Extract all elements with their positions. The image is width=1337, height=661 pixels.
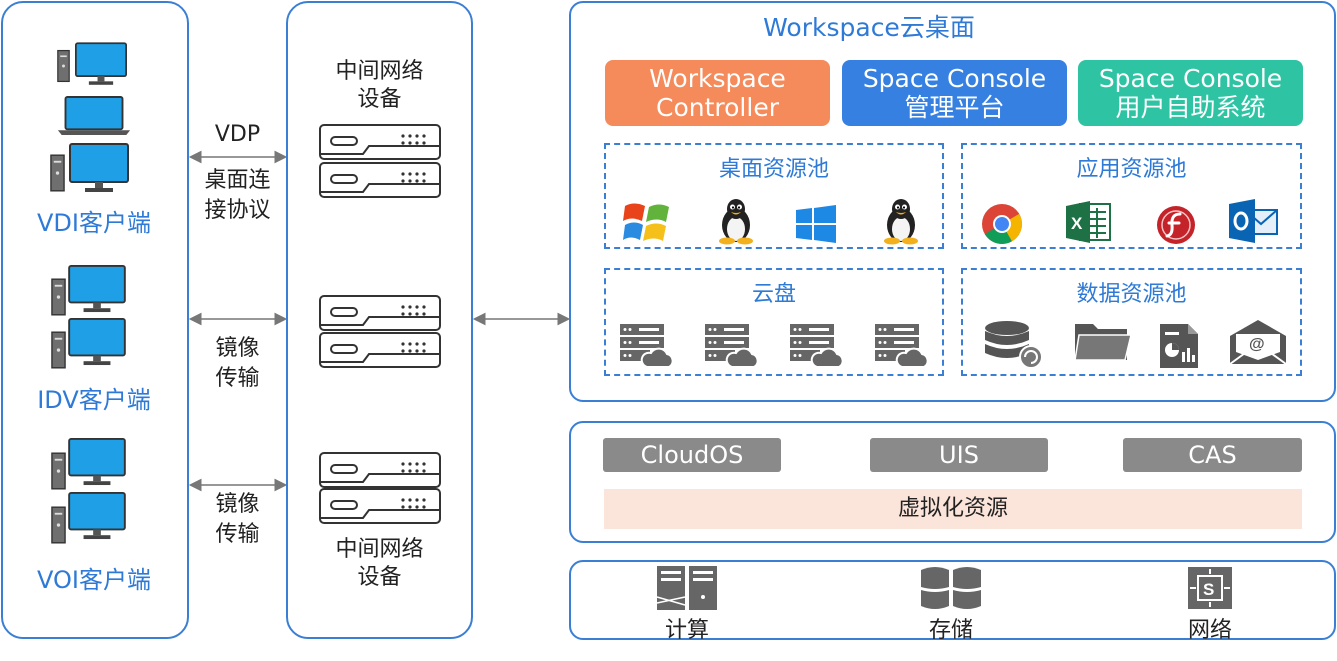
report-icon (1160, 324, 1198, 368)
cloud-disk-title: 云盘 (751, 282, 796, 307)
cas-box: CAS (1123, 438, 1302, 472)
storage-label: 存储 (928, 618, 973, 643)
vdp-desc-line1: 桌面连 (204, 168, 271, 193)
network-device-icon (319, 162, 441, 198)
network-device-icon (319, 332, 441, 368)
network-device-icon (319, 488, 441, 524)
space-console-admin-box: Space Console 管理平台 (842, 60, 1067, 126)
mirror-transfer-1-line1: 镜像 (215, 336, 260, 361)
vdp-title: VDP (214, 122, 261, 147)
network-switch-icon: S (1188, 567, 1232, 609)
data-pool: 数据资源池 (961, 268, 1302, 376)
console-admin-line1: Space Console (862, 64, 1047, 93)
email-icon: @ (1229, 320, 1287, 365)
controller-line2: Controller (656, 93, 779, 122)
cloud-server-icon (874, 322, 928, 368)
network-device-bottom-label-1: 中间网络 (335, 537, 424, 562)
mirror-transfer-2-line1: 镜像 (215, 492, 260, 517)
outlook-icon (1229, 199, 1278, 243)
cloud-server-icon (789, 322, 843, 368)
voi-client-label: VOI客户端 (37, 566, 151, 594)
mirror-transfer-2-line2: 传输 (215, 522, 260, 547)
cloud-server-icon (619, 322, 673, 368)
mirror-transfer-1-line2: 传输 (215, 366, 260, 391)
windows-10-icon (796, 205, 836, 243)
linux-tux-icon (879, 197, 923, 245)
windows-xp-icon (623, 203, 669, 241)
flash-icon (1157, 206, 1195, 244)
cloud-server-icon (704, 322, 758, 368)
excel-icon: X (1066, 201, 1111, 243)
network-device-icon (319, 124, 441, 160)
network-device-top-label-1: 中间网络 (335, 59, 424, 84)
idv-client-label: IDV客户端 (37, 386, 151, 414)
app-pool: 应用资源池 (961, 143, 1302, 249)
app-pool-title: 应用资源池 (1076, 157, 1187, 182)
data-pool-title: 数据资源池 (1076, 282, 1187, 307)
uis-box: UIS (870, 438, 1048, 472)
network-device-icon (319, 452, 441, 488)
storage-icon (921, 567, 981, 609)
workspace-controller-box: Workspace Controller (605, 60, 830, 126)
network-device-top-label-2: 设备 (357, 87, 402, 112)
compute-label: 计算 (664, 618, 709, 643)
network-label: 网络 (1187, 618, 1232, 643)
linux-tux-icon (714, 197, 758, 245)
desktop-pool: 桌面资源池 (604, 143, 944, 249)
controller-line1: Workspace (649, 64, 786, 93)
console-admin-line2: 管理平台 (904, 93, 1005, 122)
svg-text:X: X (1071, 214, 1083, 233)
console-user-line1: Space Console (1098, 64, 1283, 93)
space-console-user-box: Space Console 用户自助系统 (1078, 60, 1303, 126)
folder-icon (1074, 324, 1132, 361)
desktop-pool-title: 桌面资源池 (718, 157, 829, 182)
database-icon (985, 321, 1043, 369)
compute-server-icon (656, 566, 717, 610)
virtual-resource-bar: 虚拟化资源 (604, 489, 1302, 529)
svg-text:S: S (1203, 580, 1214, 599)
vdi-client-label: VDI客户端 (37, 209, 151, 237)
vdp-desc-line2: 接协议 (204, 198, 271, 223)
svg-text:@: @ (1249, 336, 1265, 353)
cloudos-box: CloudOS (603, 438, 781, 472)
chrome-icon (982, 204, 1022, 244)
network-device-bottom-label-2: 设备 (357, 565, 402, 590)
cloud-disk-pool: 云盘 (604, 268, 944, 376)
workspace-title: Workspace云桌面 (763, 13, 975, 42)
network-device-icon (319, 295, 441, 331)
console-user-line2: 用户自助系统 (1115, 93, 1266, 122)
